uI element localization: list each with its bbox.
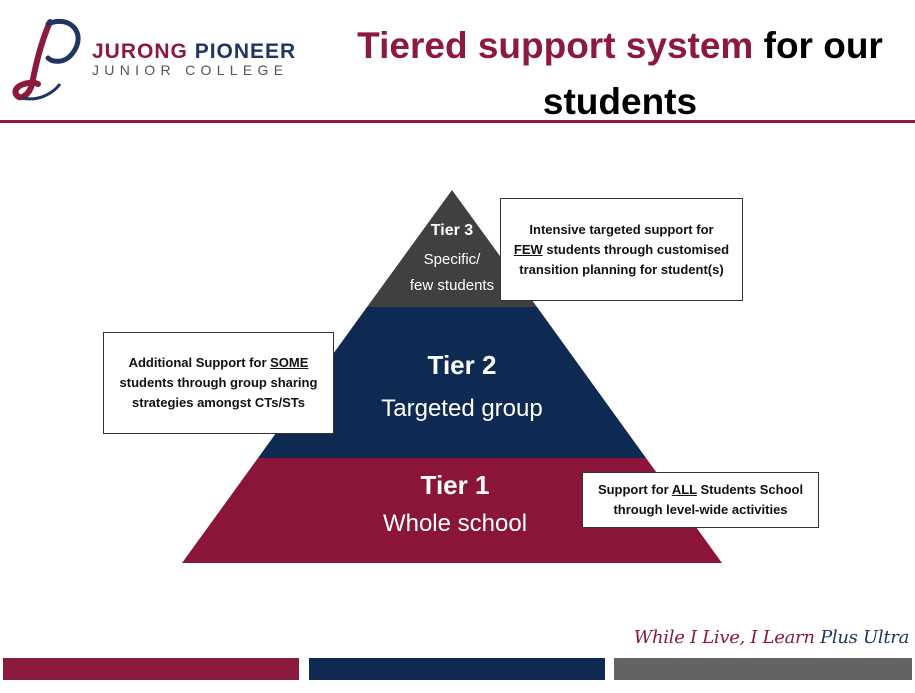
tier3-shape [367, 190, 537, 307]
tier1-name: Tier 1 [420, 470, 490, 500]
motto-part1: While I Live, I Learn [633, 627, 821, 648]
tier2-name: Tier 2 [427, 350, 497, 380]
logo-word-2: PIONEER [194, 40, 297, 63]
tier2-callout: Additional Support for SOME students thr… [103, 332, 334, 434]
header-rule [0, 120, 915, 123]
motto: While I Live, I Learn Plus Ultra [633, 626, 910, 650]
tier1-callout-pre: Support for [597, 482, 672, 497]
tier3-callout-post: students through customised transition p… [519, 241, 730, 277]
page-title: Tiered support system for our students [330, 18, 910, 130]
logo-subtitle: JUNIOR COLLEGE [92, 62, 289, 78]
jpjc-logo-icon [12, 18, 81, 101]
tier1-callout: Support for ALL Students School through … [582, 472, 819, 528]
tier2-desc: Targeted group [381, 395, 543, 422]
tier3-callout-emphasis: FEW [513, 241, 543, 257]
tier3-desc1: Specific/ [423, 251, 481, 268]
tier3-callout-pre: Intensive targeted support for [529, 221, 714, 237]
logo-name: JURONG PIONEER [92, 40, 296, 64]
logo-word-1: JURONG [92, 40, 188, 63]
title-rest: for our [753, 25, 883, 66]
tier2-callout-emphasis: SOME [270, 355, 309, 370]
title-line2: students [542, 81, 698, 122]
footer-bar-grey [614, 658, 912, 680]
tier3-desc2: few students [409, 277, 495, 294]
title-highlight: Tiered support system [357, 25, 754, 66]
tier2-callout-pre: Additional Support for [128, 355, 271, 370]
tier3-desc: Specific/few students [390, 247, 514, 299]
tier2-shape [258, 307, 646, 458]
tier1-callout-emphasis: ALL [671, 482, 697, 497]
footer-bar-maroon [3, 658, 299, 680]
motto-part2: Plus Ultra [820, 627, 909, 648]
footer-bar-navy [309, 658, 605, 680]
tier1-desc: Whole school [382, 510, 528, 537]
tier2-callout-post: students through group sharing strategie… [119, 375, 318, 410]
tier3-name: Tier 3 [430, 222, 474, 239]
tier1-callout-post: Students School through level-wide activ… [613, 482, 804, 517]
